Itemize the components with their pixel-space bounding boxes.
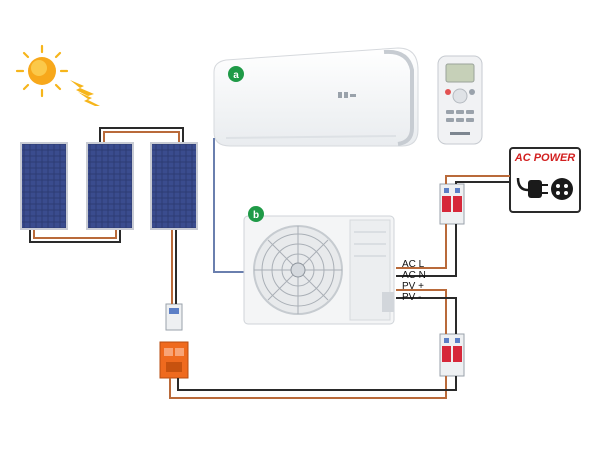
sun-rays-arrow-icon: [70, 80, 100, 106]
indoor-display-icon: [338, 92, 356, 98]
plug-icon: [516, 177, 573, 200]
indoor-ac-unit: [213, 47, 419, 147]
terminal-label-ac-l: AC L: [402, 259, 425, 270]
ac-power-label: AC POWER: [514, 152, 576, 164]
solar-panel-2: [86, 142, 134, 230]
terminal-label-pv-minus: PV -: [402, 292, 421, 303]
refrigerant-line: [213, 138, 244, 273]
badge-a: a: [228, 66, 244, 82]
dc-fuse: [165, 303, 183, 331]
ac-breaker: [439, 183, 465, 225]
svg-text:a: a: [233, 70, 239, 81]
solar-panel-3: [150, 142, 198, 230]
panel-string-wiring: [29, 127, 184, 243]
svg-text:b: b: [253, 210, 259, 221]
dc-breaker: [439, 333, 465, 377]
terminal-label-pv-plus: PV +: [402, 281, 424, 292]
terminal-label-ac-n: AC N: [402, 270, 426, 281]
ac-wiring: [396, 175, 510, 277]
surge-protector: [159, 341, 189, 379]
badge-b: b: [248, 206, 264, 222]
solar-panel-1: [20, 142, 68, 230]
remote-control: [437, 55, 483, 145]
ac-power-outlet: AC POWER: [509, 147, 581, 213]
outdoor-ac-unit: [243, 215, 395, 325]
sun-icon: [15, 44, 69, 98]
pv-wiring: [169, 230, 457, 399]
